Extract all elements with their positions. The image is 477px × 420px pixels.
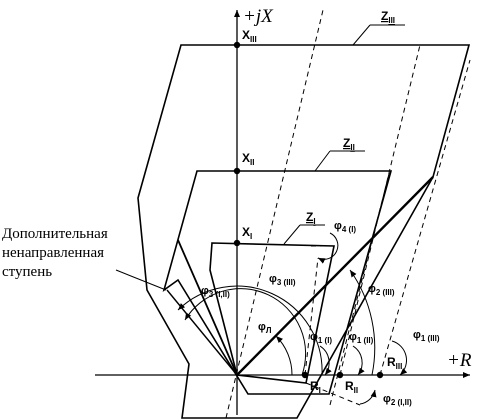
arc-phi-1-ii: [352, 345, 365, 376]
dashed-line-6: [305, 382, 361, 406]
dashed-line-x: [225, 9, 324, 419]
label-phi-3-i-ii: φ3 (I,II): [201, 285, 230, 299]
label-r3: RIII: [387, 355, 402, 371]
arc-phi-1-i: [319, 345, 332, 376]
label-phi-2-i-ii: φ2 (I,II): [383, 393, 412, 407]
z1-leader: [283, 224, 301, 245]
z2-leader: [314, 150, 331, 172]
point-x1: [233, 239, 241, 247]
arc-phi-3-iii: [177, 285, 323, 376]
note-line-3: ступень: [2, 264, 52, 280]
note-line-2: ненаправленная: [2, 245, 104, 261]
point-r3: [376, 371, 384, 379]
line-angle-ray: [236, 176, 434, 376]
label-z2: ZII: [343, 136, 355, 152]
label-x3: XIII: [242, 28, 257, 44]
point-x3: [233, 41, 241, 49]
z3-leader: [352, 24, 371, 46]
dashed-line-4: [379, 59, 471, 376]
label-phi-1-ii: φ1 (II): [349, 331, 374, 345]
note-line-1: Дополнительная: [2, 226, 108, 242]
label-phi-l: φЛ: [258, 321, 272, 335]
note-leader: [115, 269, 167, 291]
label-phi-3-iii: φ3 (III): [269, 273, 296, 287]
point-x2: [233, 167, 241, 175]
label-z3: ZIII: [381, 9, 395, 25]
label-phi-1-i: φ1 (I): [310, 331, 332, 345]
real-axis-label: +R: [447, 350, 472, 371]
label-r1: RI: [310, 379, 321, 395]
imag-axis-label: +jX: [243, 6, 274, 27]
zone-2-polygon: [162, 170, 393, 395]
label-z1: ZI: [306, 210, 316, 226]
arc-phi-3-i-ii: [184, 288, 307, 376]
label-x1: XI: [242, 225, 252, 241]
label-phi-2-iii: φ2 (III): [368, 283, 395, 297]
dashed-line-3: [339, 44, 421, 376]
point-r1: [301, 371, 309, 379]
arc-phi-l: [275, 335, 293, 376]
non-directional-line-1: [177, 239, 238, 376]
label-x2: XII: [242, 151, 254, 167]
dashed-line-1: [304, 257, 319, 376]
label-r2: RII: [345, 379, 358, 395]
arc-phi-2-i-ii: [359, 389, 377, 405]
arc-phi-2-iii: [349, 269, 376, 376]
point-r2: [336, 371, 344, 379]
arc-phi-4-i: [317, 232, 339, 264]
label-phi-4-i: φ4 (I): [334, 220, 356, 234]
zone-3-polygon: [137, 44, 471, 419]
arc-phi-1-iii: [391, 340, 408, 376]
label-phi-1-iii: φ1 (III): [413, 329, 440, 343]
